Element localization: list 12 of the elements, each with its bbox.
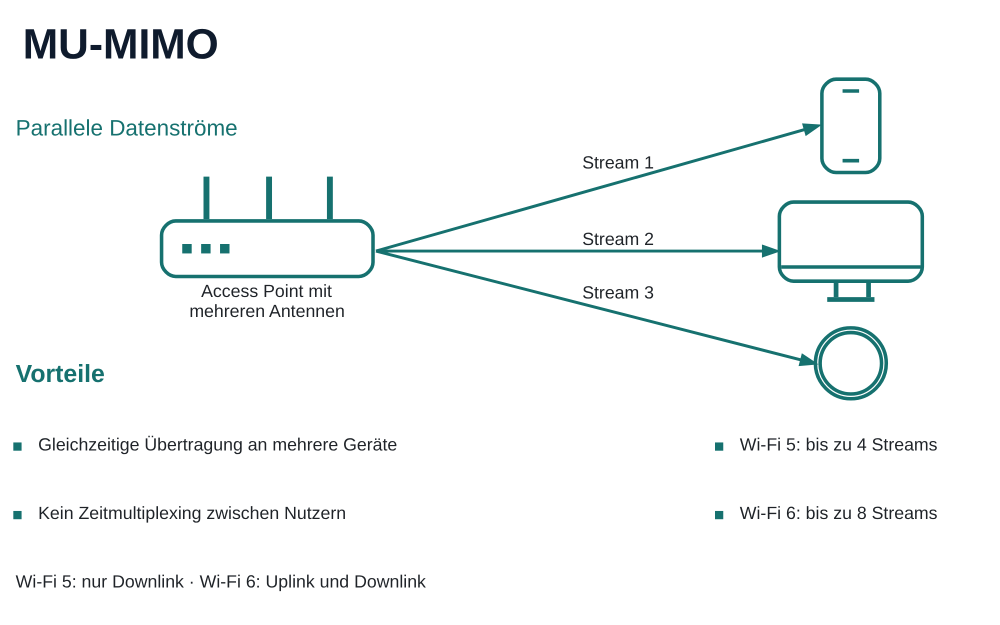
label: Kein Zeitmultiplexing zwischen Nutzern xyxy=(38,503,346,524)
label: Wi-Fi 6: bis zu 8 Streams xyxy=(740,503,938,524)
edge-label: Stream 3 xyxy=(582,282,654,302)
diagram-title: MU-MIMO xyxy=(22,21,219,68)
edge-label: Stream 1 xyxy=(582,152,654,172)
label: Gleichzeitige Übertragung an mehrere Geräte xyxy=(38,434,398,455)
label: Vorteile xyxy=(16,360,105,388)
node-label: Access Point mit mehreren Antennen xyxy=(189,281,345,322)
label: Wi-Fi 5: bis zu 4 Streams xyxy=(740,434,938,455)
label: Wi-Fi 5: nur Downlink · Wi-Fi 6: Uplink und Downlink xyxy=(16,572,426,592)
edge-label: Stream 2 xyxy=(582,229,654,250)
label: Parallele Datenströme xyxy=(16,116,238,141)
